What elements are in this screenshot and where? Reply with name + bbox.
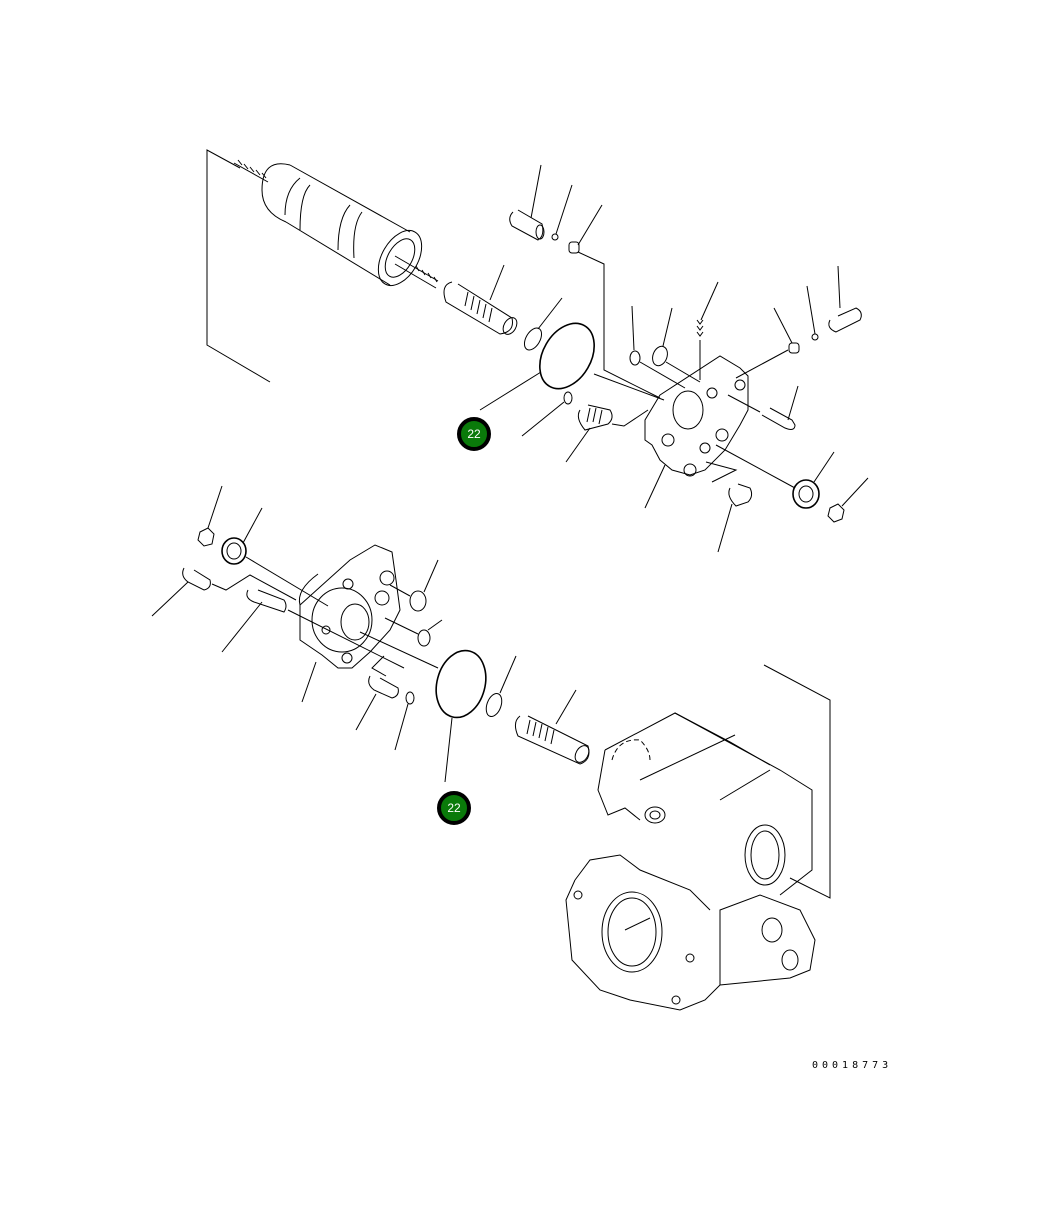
lower-small-parts — [151, 485, 517, 783]
upper-assembly-frame — [206, 149, 271, 383]
valve-block-small-parts — [565, 265, 869, 553]
upper-valve-block — [644, 281, 749, 509]
drawing-reference-number: 00018773 — [812, 1060, 893, 1071]
solenoid-cylinder — [233, 159, 439, 289]
lower-valve-block — [298, 544, 401, 703]
lower-spool — [514, 689, 590, 765]
top-fittings — [509, 164, 661, 399]
callout-badge-lower[interactable]: 22 — [437, 791, 471, 825]
upper-o-rings — [479, 297, 595, 437]
callout-badge-upper[interactable]: 22 — [457, 417, 491, 451]
upper-spool — [443, 264, 518, 335]
pump-housing — [565, 664, 831, 1011]
